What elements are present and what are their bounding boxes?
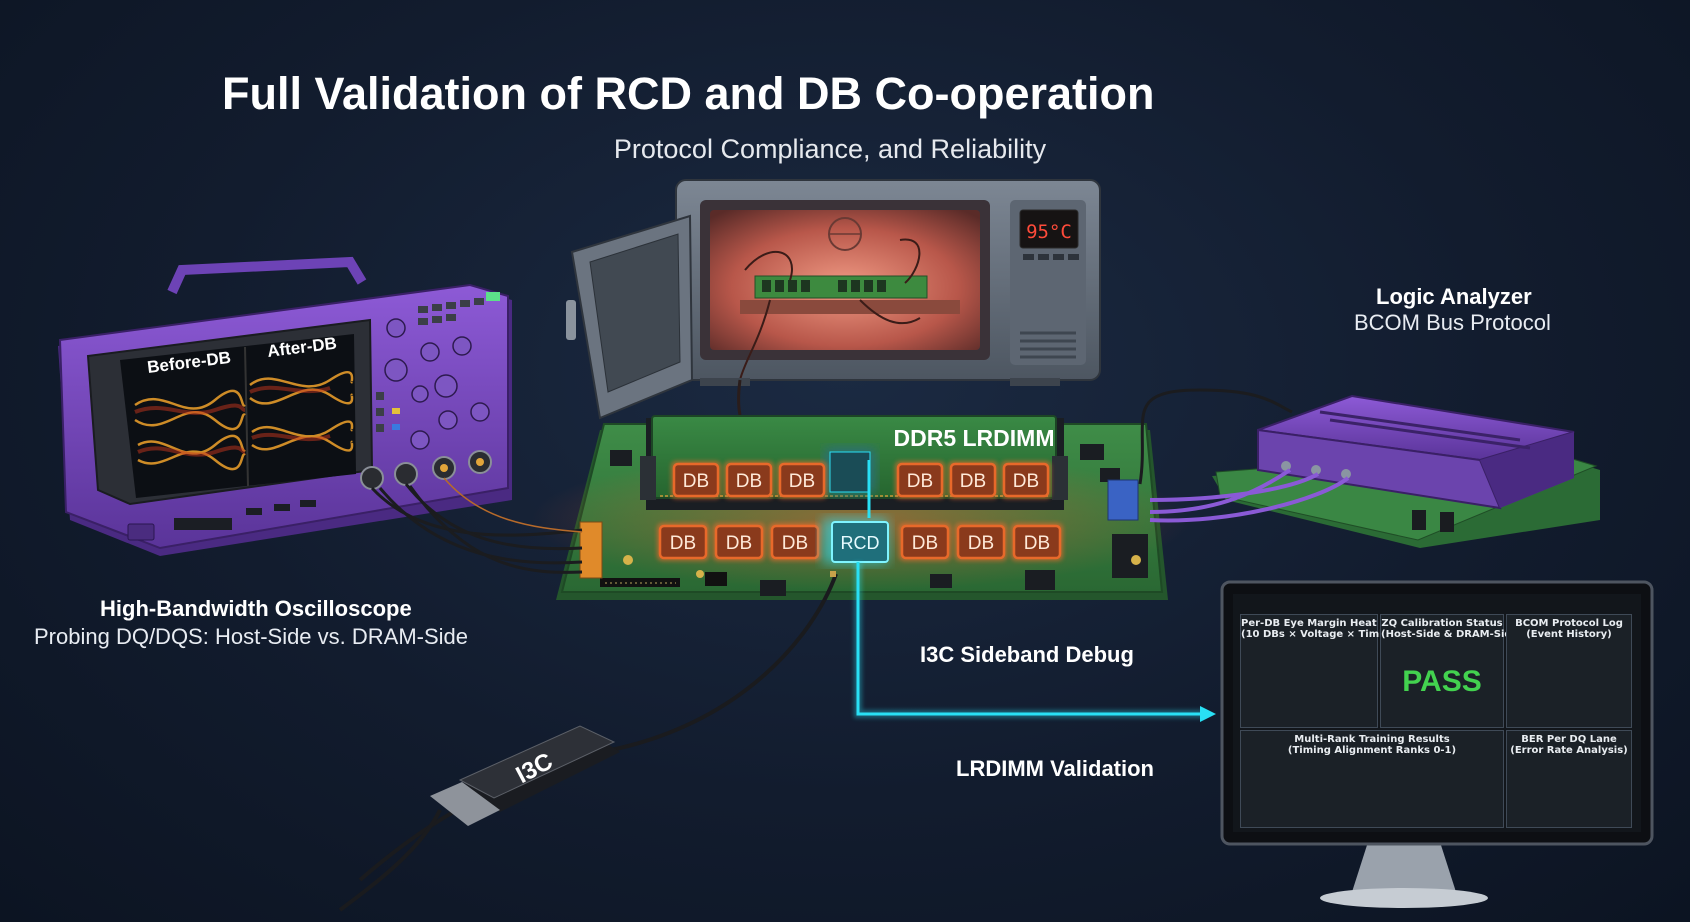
db-label: DB (960, 471, 986, 492)
page-subtitle: Protocol Compliance, and Reliability (613, 134, 1047, 164)
heatmap-subtitle: (10 DBs × Voltage × Timing) (1241, 629, 1402, 640)
db-label: DB (683, 471, 709, 492)
db-row-bottom: DB DB DB DB DB DB (657, 523, 1063, 561)
training-subtitle: (Timing Alignment Ranks 0-1) (1287, 745, 1457, 756)
db-chip-bottom-5: DB (1011, 523, 1063, 561)
heatmap-panel: Per-DB Eye Margin Heat Map(10 DBs × Volt… (1240, 614, 1405, 728)
i3c-dongle: I3C (338, 571, 838, 912)
validation-dashboard: Per-DB Eye Margin Heat Map(10 DBs × Volt… (1236, 608, 1634, 830)
rcd-chip: RCD (822, 518, 889, 564)
db-label: DB (782, 533, 808, 554)
db-chip-top-0: DB (671, 461, 721, 499)
db-chip-bottom-1: DB (713, 523, 765, 561)
db-chip-top-5: DB (1001, 461, 1051, 499)
db-label: DB (912, 533, 938, 554)
logic-analyzer-title: Logic Analyzer (1376, 284, 1532, 309)
ber-title: BER Per DQ Lane (1521, 734, 1617, 745)
ber-subtitle: (Error Rate Analysis) (1510, 745, 1628, 756)
zq-title: ZQ Calibration Status (1381, 618, 1503, 629)
oscilloscope-title: High-Bandwidth Oscilloscope (100, 596, 412, 621)
db-label: DB (736, 471, 762, 492)
training-panel: Multi-Rank Training Results(Timing Align… (1240, 730, 1504, 828)
db-label: DB (1013, 471, 1039, 492)
rcd-label: RCD (841, 533, 880, 553)
probe-cables (370, 483, 583, 574)
db-label: DB (726, 533, 752, 554)
bcom-log-panel: BCOM Protocol Log(Event History) (1506, 614, 1632, 728)
zq-status-badge: PASS (1402, 665, 1482, 698)
zq-subtitle: (Host-Side & DRAM-Side) (1381, 629, 1523, 640)
db-chip-top-2: DB (777, 461, 827, 499)
zq-panel: ZQ Calibration Status(Host-Side & DRAM-S… (1380, 614, 1523, 728)
page-title: Full Validation of RCD and DB Co-operati… (222, 68, 1155, 119)
training-title: Multi-Rank Training Results (1294, 734, 1450, 745)
i3c-sideband-label: I3C Sideband Debug (920, 642, 1134, 667)
bcom-log-title: BCOM Protocol Log (1515, 618, 1623, 629)
db-label: DB (1024, 533, 1050, 554)
db-label: DB (968, 533, 994, 554)
db-chip-top-3: DB (895, 461, 945, 499)
logic-analyzer-subtitle: BCOM Bus Protocol (1354, 310, 1551, 335)
heatmap-title: Per-DB Eye Margin Heat Map (1241, 618, 1405, 629)
i3c-sideband-path (854, 460, 1216, 722)
lrdimm-validation-label: LRDIMM Validation (956, 756, 1154, 781)
db-label: DB (670, 533, 696, 554)
db-label: DB (789, 471, 815, 492)
db-chip-top-1: DB (724, 461, 774, 499)
db-chip-bottom-0: DB (657, 523, 709, 561)
dimm-label: DDR5 LRDIMM (894, 425, 1055, 451)
oscilloscope: Before-DB After-DB (58, 256, 512, 556)
bcom-log-subtitle: (Event History) (1526, 629, 1612, 640)
analyzer-cables (1138, 388, 1350, 523)
db-label: DB (907, 471, 933, 492)
thermal-chamber: 95°C (566, 179, 1101, 420)
ber-panel: BER Per DQ Lane(Error Rate Analysis) (1506, 730, 1632, 828)
db-chip-bottom-4: DB (955, 523, 1007, 561)
db-chip-top-4: DB (948, 461, 998, 499)
db-chip-bottom-2: DB (769, 523, 821, 561)
db-chip-bottom-3: DB (899, 523, 951, 561)
db-row-top: DB DB DB DB DB DB (671, 461, 1051, 499)
temperature-readout: 95°C (1026, 221, 1072, 243)
oscilloscope-subtitle: Probing DQ/DQS: Host-Side vs. DRAM-Side (34, 624, 469, 649)
